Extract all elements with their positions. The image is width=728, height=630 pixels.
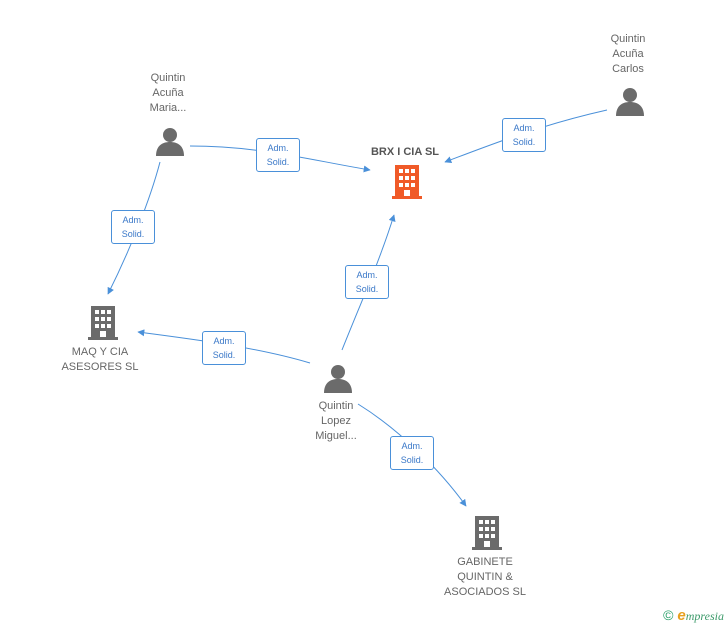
brand-name: mpresia [685, 609, 724, 623]
label-line: BRX I CIA SL [370, 146, 440, 158]
person-icon[interactable] [156, 128, 184, 156]
edge-label-miguel-maq[interactable]: Adm. Solid. [202, 331, 246, 365]
edge-label-line: Adm. [122, 215, 144, 225]
node-label-carlos[interactable]: Quintin Acuña Carlos [590, 32, 666, 77]
label-line: Quintin [610, 33, 646, 45]
edge-label-carlos-brx[interactable]: Adm. Solid. [502, 118, 546, 152]
building-icon[interactable] [472, 516, 502, 550]
label-line: ASESORES SL [61, 361, 139, 373]
edge-label-line: Solid. [266, 157, 290, 167]
brand-logo-initial: e [677, 607, 686, 624]
edge-label-line: Solid. [512, 137, 536, 147]
person-icon[interactable] [324, 365, 352, 393]
edge-label-line: Solid. [400, 455, 424, 465]
edge-label-line: Adm. [213, 336, 235, 346]
node-label-brx[interactable]: BRX I CIA SL [360, 145, 450, 160]
edges [107, 109, 608, 507]
label-line: Lopez [321, 415, 351, 427]
node-label-gabinete[interactable]: GABINETE QUINTIN & ASOCIADOS SL [430, 555, 540, 600]
footer-brand: ©empresia [663, 607, 724, 624]
label-line: MAQ Y CIA [71, 346, 129, 358]
edge-label-line: Adm. [401, 441, 423, 451]
edge-label-line: Adm. [356, 270, 378, 280]
label-line: ASOCIADOS SL [444, 586, 526, 598]
edge-label-line: Solid. [355, 284, 379, 294]
label-line: Maria... [149, 102, 187, 114]
label-line: Quintin [318, 400, 354, 412]
node-label-miguel[interactable]: Quintin Lopez Miguel... [298, 399, 374, 444]
edge-label-maria-brx[interactable]: Adm. Solid. [256, 138, 300, 172]
edge-label-line: Solid. [121, 229, 145, 239]
label-line: Acuña [612, 48, 644, 60]
node-label-maria[interactable]: Quintin Acuña Maria... [130, 71, 206, 116]
label-line: Acuña [152, 87, 184, 99]
building-icon[interactable] [392, 165, 422, 199]
edge-label-maria-maq[interactable]: Adm. Solid. [111, 210, 155, 244]
node-label-maq[interactable]: MAQ Y CIA ASESORES SL [50, 345, 150, 375]
edge-label-miguel-gabinete[interactable]: Adm. Solid. [390, 436, 434, 470]
label-line: QUINTIN & [457, 571, 513, 583]
copyright-icon: © [663, 607, 674, 623]
edge-label-line: Adm. [267, 143, 289, 153]
person-icon[interactable] [616, 88, 644, 116]
edge-label-miguel-brx[interactable]: Adm. Solid. [345, 265, 389, 299]
edge-label-line: Solid. [212, 350, 236, 360]
edge-label-line: Adm. [513, 123, 535, 133]
label-line: Quintin [150, 72, 186, 84]
label-line: GABINETE [457, 556, 513, 568]
building-icon[interactable] [88, 306, 118, 340]
label-line: Miguel... [315, 430, 357, 442]
label-line: Carlos [612, 63, 644, 75]
